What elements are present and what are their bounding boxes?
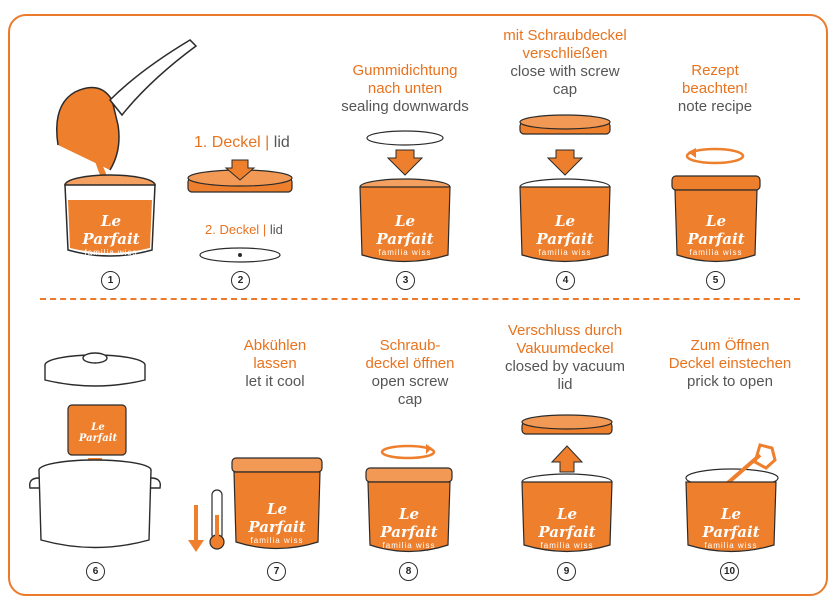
- caption-de: beachten!: [660, 80, 770, 98]
- caption-de: verschließen: [490, 45, 640, 63]
- step-number-2: 2: [231, 271, 250, 290]
- caption-en: cap: [490, 81, 640, 99]
- caption-de: Schraub-: [350, 337, 470, 355]
- caption-de: Rezept: [660, 62, 770, 80]
- step-number-6: 6: [86, 562, 105, 581]
- jar-logo: Le Parfait familia wiss: [691, 505, 771, 550]
- step3-caption: Gummidichtung nach unten sealing downwar…: [335, 62, 475, 116]
- step-number-3: 3: [396, 271, 415, 290]
- caption-de: deckel öffnen: [350, 355, 470, 373]
- step7-caption: Abkühlen lassen let it cool: [225, 337, 325, 391]
- lid2-sep: |: [263, 222, 266, 237]
- lid1-de: 1. Deckel: [194, 134, 261, 151]
- lid1-en: lid: [274, 134, 290, 151]
- jar-logo: Le Parfait familia wiss: [237, 500, 317, 545]
- jar-logo: Le Parfait familia wiss: [525, 212, 605, 257]
- caption-en: note recipe: [660, 98, 770, 116]
- jar-logo: Le Parfait: [74, 422, 122, 444]
- jar-logo: Le Parfait familia wiss: [527, 505, 607, 550]
- step4-caption: mit Schraubdeckel verschließen close wit…: [490, 27, 640, 99]
- caption-en: open screw: [350, 373, 470, 391]
- caption-en: sealing downwards: [335, 98, 475, 116]
- caption-en: cap: [350, 391, 470, 409]
- caption-de: lassen: [225, 355, 325, 373]
- step-number-9: 9: [557, 562, 576, 581]
- caption-en: prick to open: [650, 373, 810, 391]
- jar-logo: Le Parfait familia wiss: [365, 212, 445, 257]
- step10-caption: Zum Öffnen Deckel einstechen prick to op…: [650, 337, 810, 391]
- step2-label-lid1: 1. Deckel | lid: [194, 134, 290, 152]
- step2-illustration: [188, 160, 292, 262]
- step9-caption: Verschluss durch Vakuumdeckel closed by …: [490, 322, 640, 394]
- caption-en: lid: [490, 376, 640, 394]
- step6-illustration: [30, 353, 161, 548]
- jar-logo: Le Parfait familia wiss: [72, 212, 150, 257]
- jar-logo: Le Parfait familia wiss: [677, 212, 755, 257]
- caption-de: mit Schraubdeckel: [490, 27, 640, 45]
- step2-label-lid2: 2. Deckel | lid: [205, 222, 283, 237]
- step-number-1: 1: [101, 271, 120, 290]
- jar-logo: Le Parfait familia wiss: [370, 505, 448, 550]
- step5-caption: Rezept beachten! note recipe: [660, 62, 770, 116]
- step-number-10: 10: [720, 562, 739, 581]
- caption-de: nach unten: [335, 80, 475, 98]
- caption-de: Deckel einstechen: [650, 355, 810, 373]
- step-number-4: 4: [556, 271, 575, 290]
- caption-en: closed by vacuum: [490, 358, 640, 376]
- step8-caption: Schraub- deckel öffnen open screw cap: [350, 337, 470, 409]
- caption-en: let it cool: [225, 373, 325, 391]
- caption-de: Abkühlen: [225, 337, 325, 355]
- lid2-en: lid: [270, 222, 283, 237]
- caption-de: Verschluss durch: [490, 322, 640, 340]
- step-number-8: 8: [399, 562, 418, 581]
- lid2-de: 2. Deckel: [205, 222, 259, 237]
- lid1-sep: |: [265, 134, 269, 151]
- caption-de: Gummidichtung: [335, 62, 475, 80]
- caption-en: close with screw: [490, 63, 640, 81]
- step-number-5: 5: [706, 271, 725, 290]
- caption-de: Vakuumdeckel: [490, 340, 640, 358]
- caption-de: Zum Öffnen: [650, 337, 810, 355]
- step-number-7: 7: [267, 562, 286, 581]
